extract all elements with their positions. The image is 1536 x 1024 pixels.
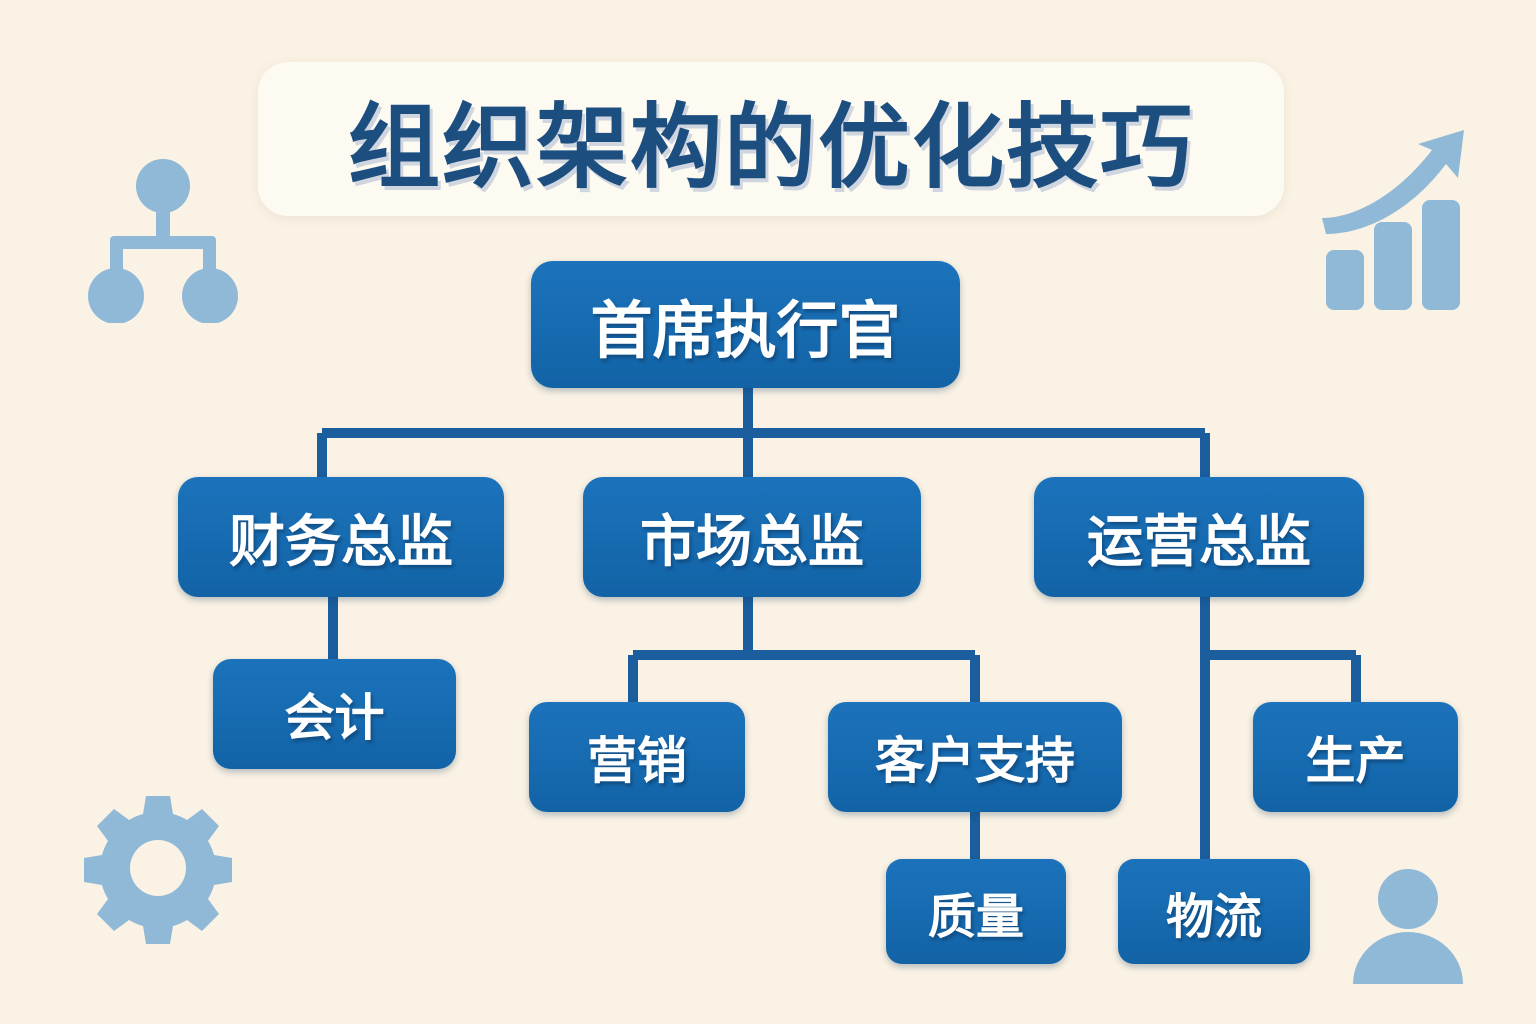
node-operations-director[interactable]: 运营总监 bbox=[1034, 477, 1364, 597]
node-ceo[interactable]: 首席执行官 bbox=[531, 261, 960, 388]
person-icon bbox=[1348, 866, 1468, 991]
node-finance-director[interactable]: 财务总监 bbox=[178, 477, 504, 597]
node-quality[interactable]: 质量 bbox=[886, 859, 1066, 964]
node-accounting[interactable]: 会计 bbox=[213, 659, 456, 769]
gear-icon bbox=[82, 792, 234, 944]
hierarchy-icon bbox=[88, 158, 238, 323]
node-customer-support[interactable]: 客户支持 bbox=[828, 702, 1122, 812]
node-marketing-director[interactable]: 市场总监 bbox=[583, 477, 921, 597]
title-card: 组织架构的优化技巧 bbox=[258, 62, 1284, 216]
page-title: 组织架构的优化技巧 bbox=[347, 96, 1194, 199]
node-production[interactable]: 生产 bbox=[1253, 702, 1458, 812]
node-sales[interactable]: 营销 bbox=[529, 702, 745, 812]
node-logistics[interactable]: 物流 bbox=[1118, 859, 1310, 964]
growth-chart-icon bbox=[1306, 122, 1494, 312]
